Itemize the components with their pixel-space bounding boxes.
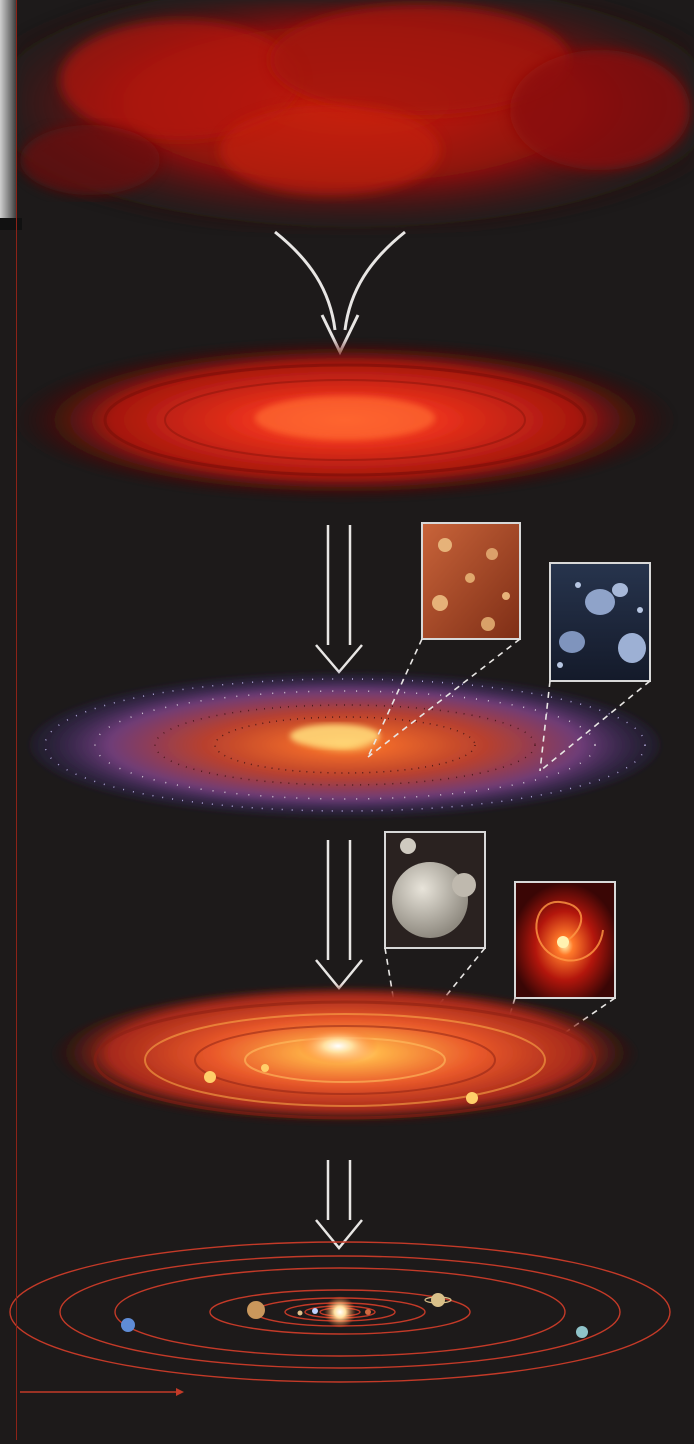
molecular-cloud xyxy=(16,0,694,230)
frame-border xyxy=(16,0,17,1440)
ice-grains-inset xyxy=(549,562,651,682)
corner-shadow xyxy=(0,218,22,230)
collapsing-disk xyxy=(10,338,680,502)
down-arrow-2 xyxy=(315,840,363,990)
saturn-icon xyxy=(431,1293,445,1307)
down-arrow-3 xyxy=(315,1160,363,1250)
solar-system xyxy=(9,1241,671,1396)
infall-arrows xyxy=(274,230,406,356)
jupiter-icon xyxy=(247,1301,265,1319)
protoplanetary-disk xyxy=(50,988,640,1132)
uranus-icon xyxy=(576,1326,588,1338)
dust-disk-with-grains xyxy=(30,673,660,817)
sun-icon xyxy=(324,1296,356,1328)
grain-connector-lines xyxy=(367,638,651,772)
down-arrow-1 xyxy=(315,525,363,674)
spiral-vortex-inset xyxy=(514,881,616,999)
corner-photo-fragment xyxy=(0,0,16,218)
moon-inset xyxy=(384,831,486,949)
neptune-icon xyxy=(121,1318,135,1332)
dust-grains-inset xyxy=(421,522,521,640)
